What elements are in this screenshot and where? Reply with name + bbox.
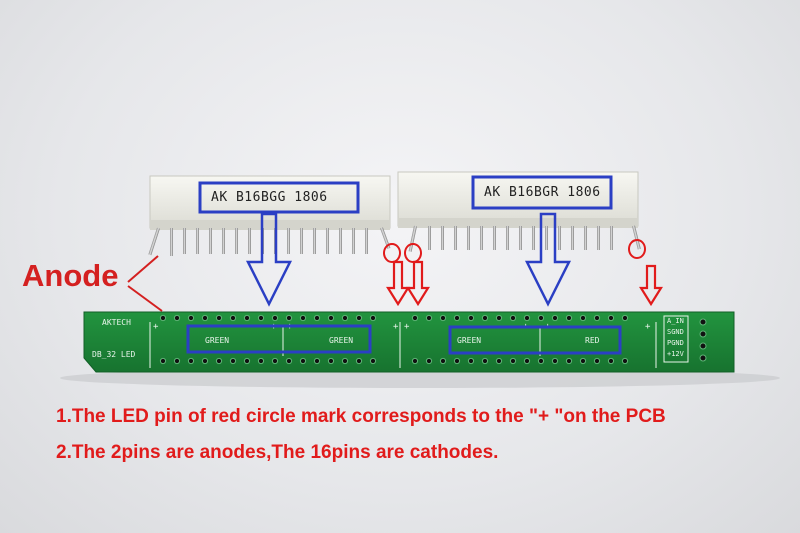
anode-pointer-lines <box>127 255 163 312</box>
pcb-pad-row-top <box>159 314 629 322</box>
pcb-brand: AKTECH <box>102 318 131 327</box>
svg-text:+: + <box>645 322 651 332</box>
pcb-connector-header <box>663 315 707 363</box>
display-pins <box>408 225 641 252</box>
pcb-segment-label: GREEN <box>205 336 230 345</box>
pcb-segment-highlight-2 <box>448 325 622 355</box>
red-down-arrow <box>386 260 663 307</box>
pcb-segment-label: GREEN <box>329 336 354 345</box>
svg-text:+: + <box>153 322 159 332</box>
pcb-connector-label: +12V <box>667 350 684 358</box>
pcb-segment-label: GREEN <box>457 336 482 345</box>
anode-label: Anode <box>22 258 119 293</box>
display-pins <box>148 227 391 256</box>
display-marking-highlight <box>471 175 613 210</box>
red-circle-mark <box>383 239 646 263</box>
pcb-pad-row-bottom <box>159 357 629 365</box>
svg-text:+: + <box>393 322 399 332</box>
pcb-connector-label: A_IN <box>667 317 684 325</box>
pcb-connector-label: PGND <box>667 339 684 347</box>
blue-down-arrow <box>524 212 572 307</box>
led-bar-display-green <box>148 175 391 256</box>
pcb-model: DB_32 LED <box>92 350 136 359</box>
pcb-connector-label: SGND <box>667 328 684 336</box>
pcb-board: ++++ ++++ <box>83 311 735 373</box>
display-marking-highlight <box>198 181 360 214</box>
pcb-segment-label: RED <box>585 336 600 345</box>
display-marking: AK B16BGR 1806 <box>484 185 601 200</box>
svg-text:+: + <box>404 322 410 332</box>
note-line-1: 1.The LED pin of red circle mark corresp… <box>56 406 666 427</box>
note-line-2: 2.The 2pins are anodes,The 16pins are ca… <box>56 442 499 463</box>
blue-down-arrow <box>245 212 293 307</box>
display-marking: AK B16BGG 1806 <box>211 190 328 205</box>
led-bar-display-red <box>397 171 641 252</box>
pcb-segment-highlight-1 <box>186 324 372 354</box>
